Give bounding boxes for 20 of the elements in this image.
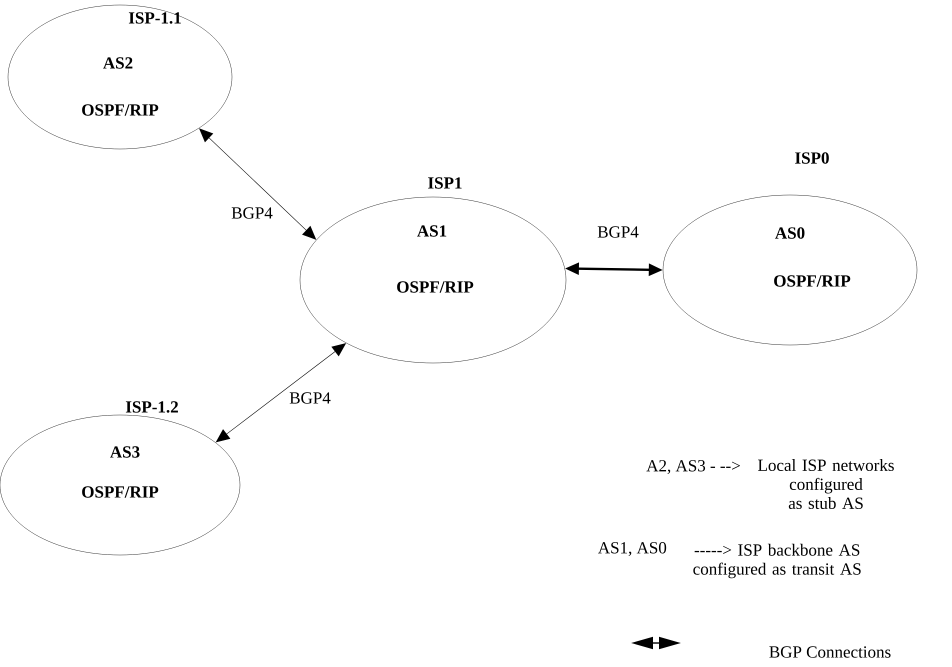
- edge-label: BGP4: [596, 225, 640, 239]
- node-label: ISP0: [795, 152, 829, 164]
- node-label: OSPF/RIP: [397, 281, 474, 293]
- node-label: AS3: [110, 446, 140, 458]
- node-label: OSPF/RIP: [82, 486, 158, 498]
- node-label: AS0: [775, 227, 804, 239]
- note-text: A2, AS3 - -->: [646, 460, 740, 474]
- edge-label: BGP4: [288, 391, 332, 405]
- node-label: ISP-1.2: [126, 401, 178, 413]
- node-label: ISP1: [428, 177, 462, 189]
- legend-text: BGP Connections: [769, 646, 891, 658]
- node-label: OSPF/RIP: [774, 275, 850, 287]
- note-text: -----> ISP backbone AS configured as transit AS: [693, 544, 861, 578]
- node-label: AS2: [103, 57, 132, 69]
- node-label: OSPF/RIP: [82, 104, 158, 116]
- note-text: AS1, AS0: [598, 542, 666, 556]
- node-label: ISP-1.1: [128, 12, 181, 24]
- note-text: Local ISP networks configured as stub AS: [758, 459, 894, 509]
- edge-label: BGP4: [230, 206, 274, 220]
- node-label: AS1: [417, 225, 446, 237]
